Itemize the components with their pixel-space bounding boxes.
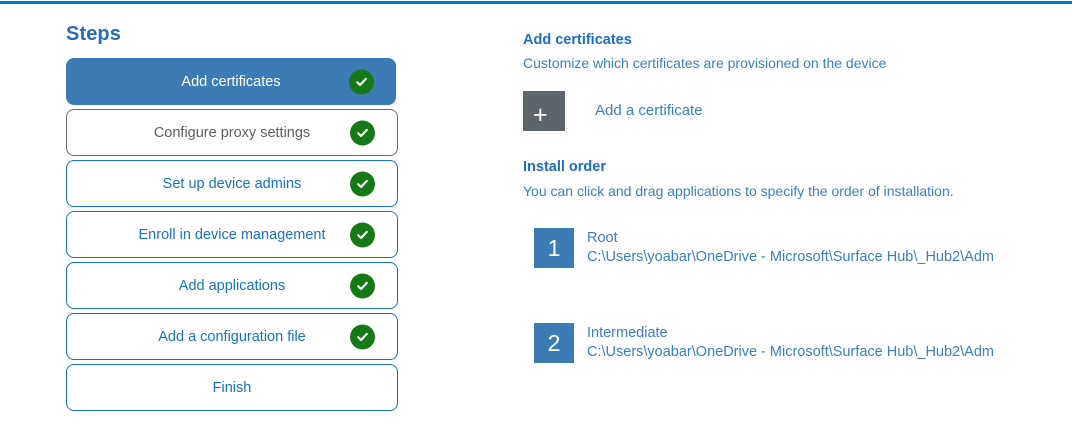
sidebar-item-add-certificates[interactable]: Add certificates [66, 58, 396, 105]
steps-list: Add certificates Configure proxy setting… [66, 58, 406, 411]
list-item[interactable]: 2 Intermediate C:\Users\yoabar\OneDrive … [523, 323, 1043, 363]
certificate-path: C:\Users\yoabar\OneDrive - Microsoft\Sur… [587, 344, 994, 360]
step-label: Enroll in device management [138, 226, 326, 243]
step-label: Add a configuration file [158, 328, 306, 345]
order-item-text: Root C:\Users\yoabar\OneDrive - Microsof… [587, 228, 994, 267]
check-circle-icon [350, 171, 375, 196]
top-accent-rule [0, 1, 1072, 4]
add-a-certificate-button[interactable]: + Add a certificate [523, 91, 1043, 131]
step-label: Add certificates [181, 73, 281, 90]
step-label: Configure proxy settings [153, 124, 311, 141]
check-circle-icon [350, 324, 375, 349]
list-item[interactable]: 1 Root C:\Users\yoabar\OneDrive - Micros… [523, 228, 1043, 268]
sidebar-item-add-a-configuration-file[interactable]: Add a configuration file [66, 313, 398, 360]
plus-glyph: + [533, 101, 548, 129]
add-certificates-subtitle: Customize which certificates are provisi… [523, 55, 887, 71]
steps-pane: Steps Add certificates Configure proxy s… [66, 22, 406, 411]
check-circle-icon [350, 120, 375, 145]
certificate-path: C:\Users\yoabar\OneDrive - Microsoft\Sur… [587, 249, 994, 265]
certificate-name: Root [587, 230, 618, 246]
install-order-subtitle: You can click and drag applications to s… [523, 183, 954, 199]
step-label: Finish [212, 379, 252, 396]
step-label: Add applications [178, 277, 286, 294]
sidebar-item-configure-proxy-settings[interactable]: Configure proxy settings [66, 109, 398, 156]
step-label: Set up device admins [162, 175, 302, 192]
sidebar-item-finish[interactable]: Finish [66, 364, 398, 411]
check-circle-icon [349, 69, 374, 94]
install-order-list: 1 Root C:\Users\yoabar\OneDrive - Micros… [523, 228, 1043, 363]
order-item-text: Intermediate C:\Users\yoabar\OneDrive - … [587, 323, 994, 362]
install-order-heading: Install order [523, 159, 606, 175]
page-title: Steps [66, 23, 121, 45]
sidebar-item-add-applications[interactable]: Add applications [66, 262, 398, 309]
add-certificates-heading: Add certificates [523, 32, 632, 48]
install-order-block: Install order You can click and drag app… [523, 158, 1043, 200]
plus-icon[interactable]: + [523, 91, 565, 131]
sidebar-item-set-up-device-admins[interactable]: Set up device admins [66, 160, 398, 207]
add-a-certificate-label: Add a certificate [595, 102, 703, 119]
check-circle-icon [350, 273, 375, 298]
order-number-badge: 1 [534, 228, 574, 268]
order-number-badge: 2 [534, 323, 574, 363]
sidebar-item-enroll-in-device-management[interactable]: Enroll in device management [66, 211, 398, 258]
certificate-name: Intermediate [587, 325, 668, 341]
detail-pane: Add certificates Customize which certifi… [523, 31, 1043, 418]
check-circle-icon [350, 222, 375, 247]
